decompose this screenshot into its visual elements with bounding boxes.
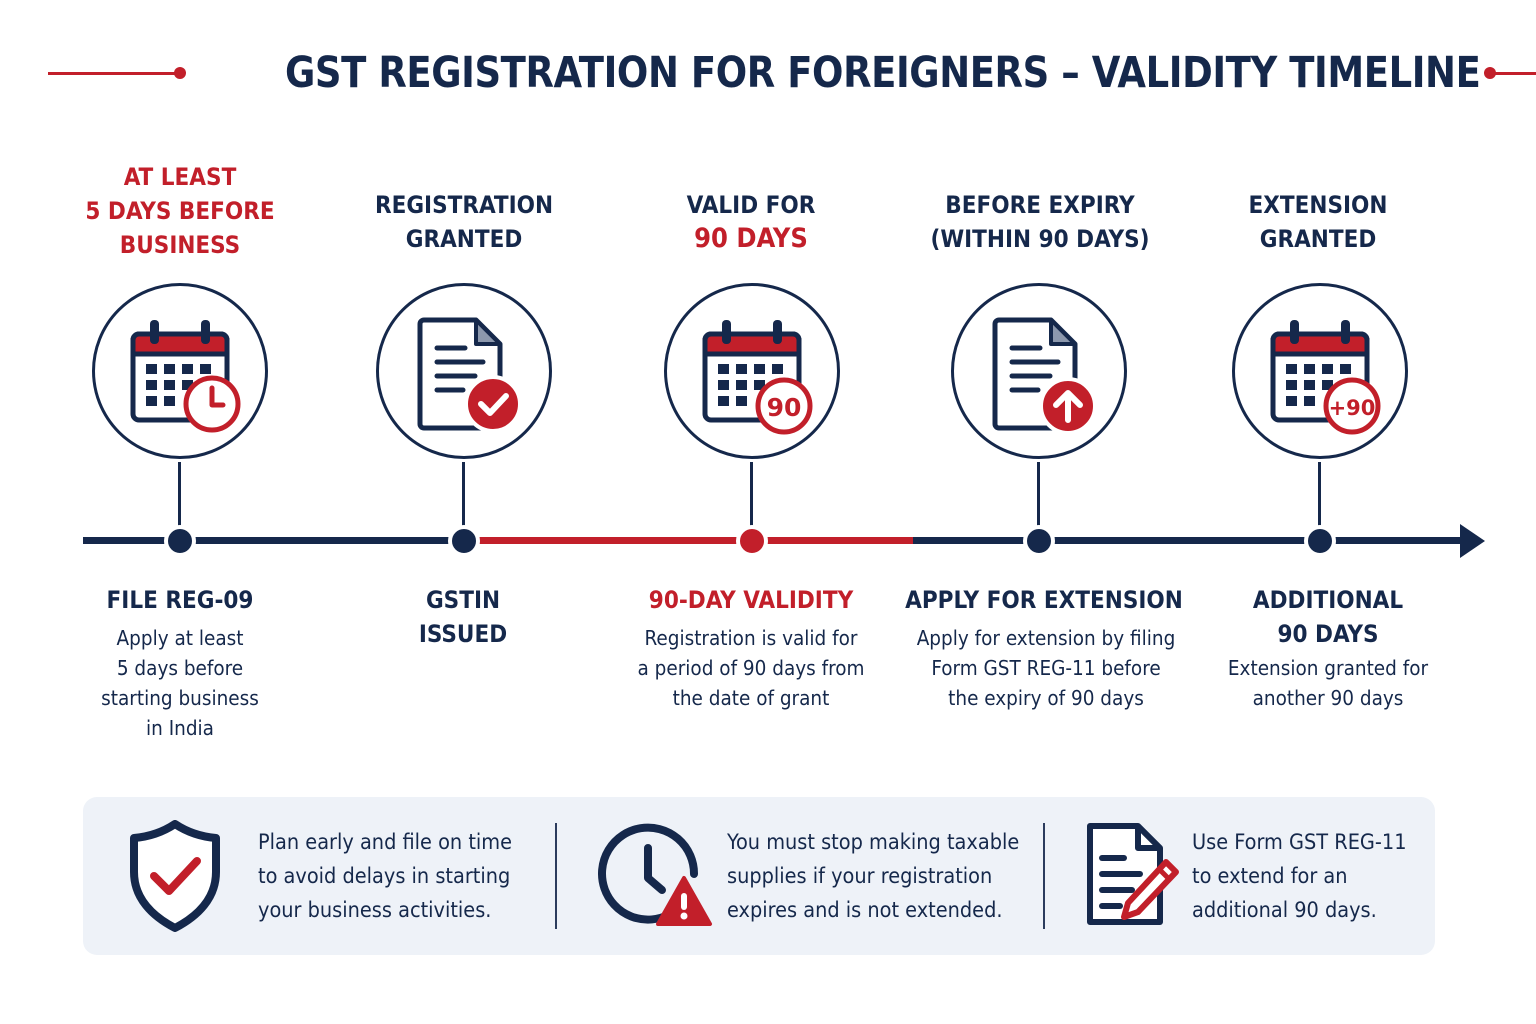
step-3-top-label: VALID FOR 90 DAYS [686,191,816,254]
timeline-node-2 [448,525,480,557]
step-2-title: GSTIN ISSUED [418,586,508,648]
timeline-axis-start [83,537,463,544]
step-2-top-label: REGISTRATION GRANTED [374,191,554,253]
title-row: GST REGISTRATION FOR FOREIGNERS – VALIDI… [0,40,1536,106]
step-4-title: APPLY FOR EXTENSION [905,586,1183,614]
step-5-icon-circle: +90 [1232,283,1408,459]
step-4-icon-circle [951,283,1127,459]
timeline-axis-validity [463,537,913,544]
tips-divider-1 [555,823,557,929]
timeline-node-4 [1023,525,1055,557]
tip-1-text: Plan early and file on time to avoid del… [258,830,513,923]
title-decor-line-left [48,72,178,75]
step-4-top-label: BEFORE EXPIRY (WITHIN 90 DAYS) [930,191,1150,253]
clock-warning-icon [598,823,712,926]
step-5-stem [1318,462,1321,532]
timeline-axis-end [913,537,1463,544]
tip-2-icon [598,818,716,930]
step-3-description: Registration is valid for a period of 90… [637,626,865,710]
step-3-stem [750,462,753,532]
title-decor-line-right [1494,72,1536,75]
document-pen-icon [1087,823,1179,925]
document-upload-icon [992,317,1097,435]
calendar-badge-90: 90 [767,393,802,422]
step-1-icon-circle [92,283,268,459]
step-3-title: 90-DAY VALIDITY [648,586,854,614]
step-1-title: FILE REG-09 [106,586,254,614]
tip-3-icon [1084,822,1180,928]
tip-1-icon [128,820,222,932]
calendar-90-icon: 90 [702,320,813,435]
step-5-description: Extension granted for another 90 days [1227,656,1429,710]
calendar-plus90-icon: +90 [1270,320,1381,435]
timeline-node-5 [1304,525,1336,557]
step-1-top-label: AT LEAST 5 DAYS BEFORE BUSINESS [85,163,275,259]
step-3-icon-circle: 90 [664,283,840,459]
title-decor-dot-left [174,67,186,79]
document-check-icon [417,317,522,433]
step-2-icon-circle [376,283,552,459]
tips-divider-2 [1043,823,1045,929]
step-1-stem [178,462,181,532]
page-title: GST REGISTRATION FOR FOREIGNERS – VALIDI… [284,48,1481,98]
tips-panel [83,797,1435,955]
step-2-stem [462,462,465,532]
step-5-top-label: EXTENSION GRANTED [1248,191,1388,253]
shield-check-icon [130,820,220,932]
step-4-stem [1037,462,1040,532]
calendar-clock-icon [130,320,241,433]
step-1-description: Apply at least 5 days before starting bu… [101,626,259,740]
step-4-description: Apply for extension by filing Form GST R… [916,626,1176,710]
title-decor-dot-right [1484,67,1496,79]
step-5-title: ADDITIONAL 90 DAYS [1252,586,1404,648]
timeline-node-1 [164,525,196,557]
timeline-node-3 [736,525,768,557]
calendar-badge-plus90: +90 [1329,396,1376,420]
tip-3-text: Use Form GST REG-11 to extend for an add… [1192,830,1407,923]
tip-2-text: You must stop making taxable supplies if… [727,830,1020,923]
timeline-arrowhead [1460,524,1485,558]
